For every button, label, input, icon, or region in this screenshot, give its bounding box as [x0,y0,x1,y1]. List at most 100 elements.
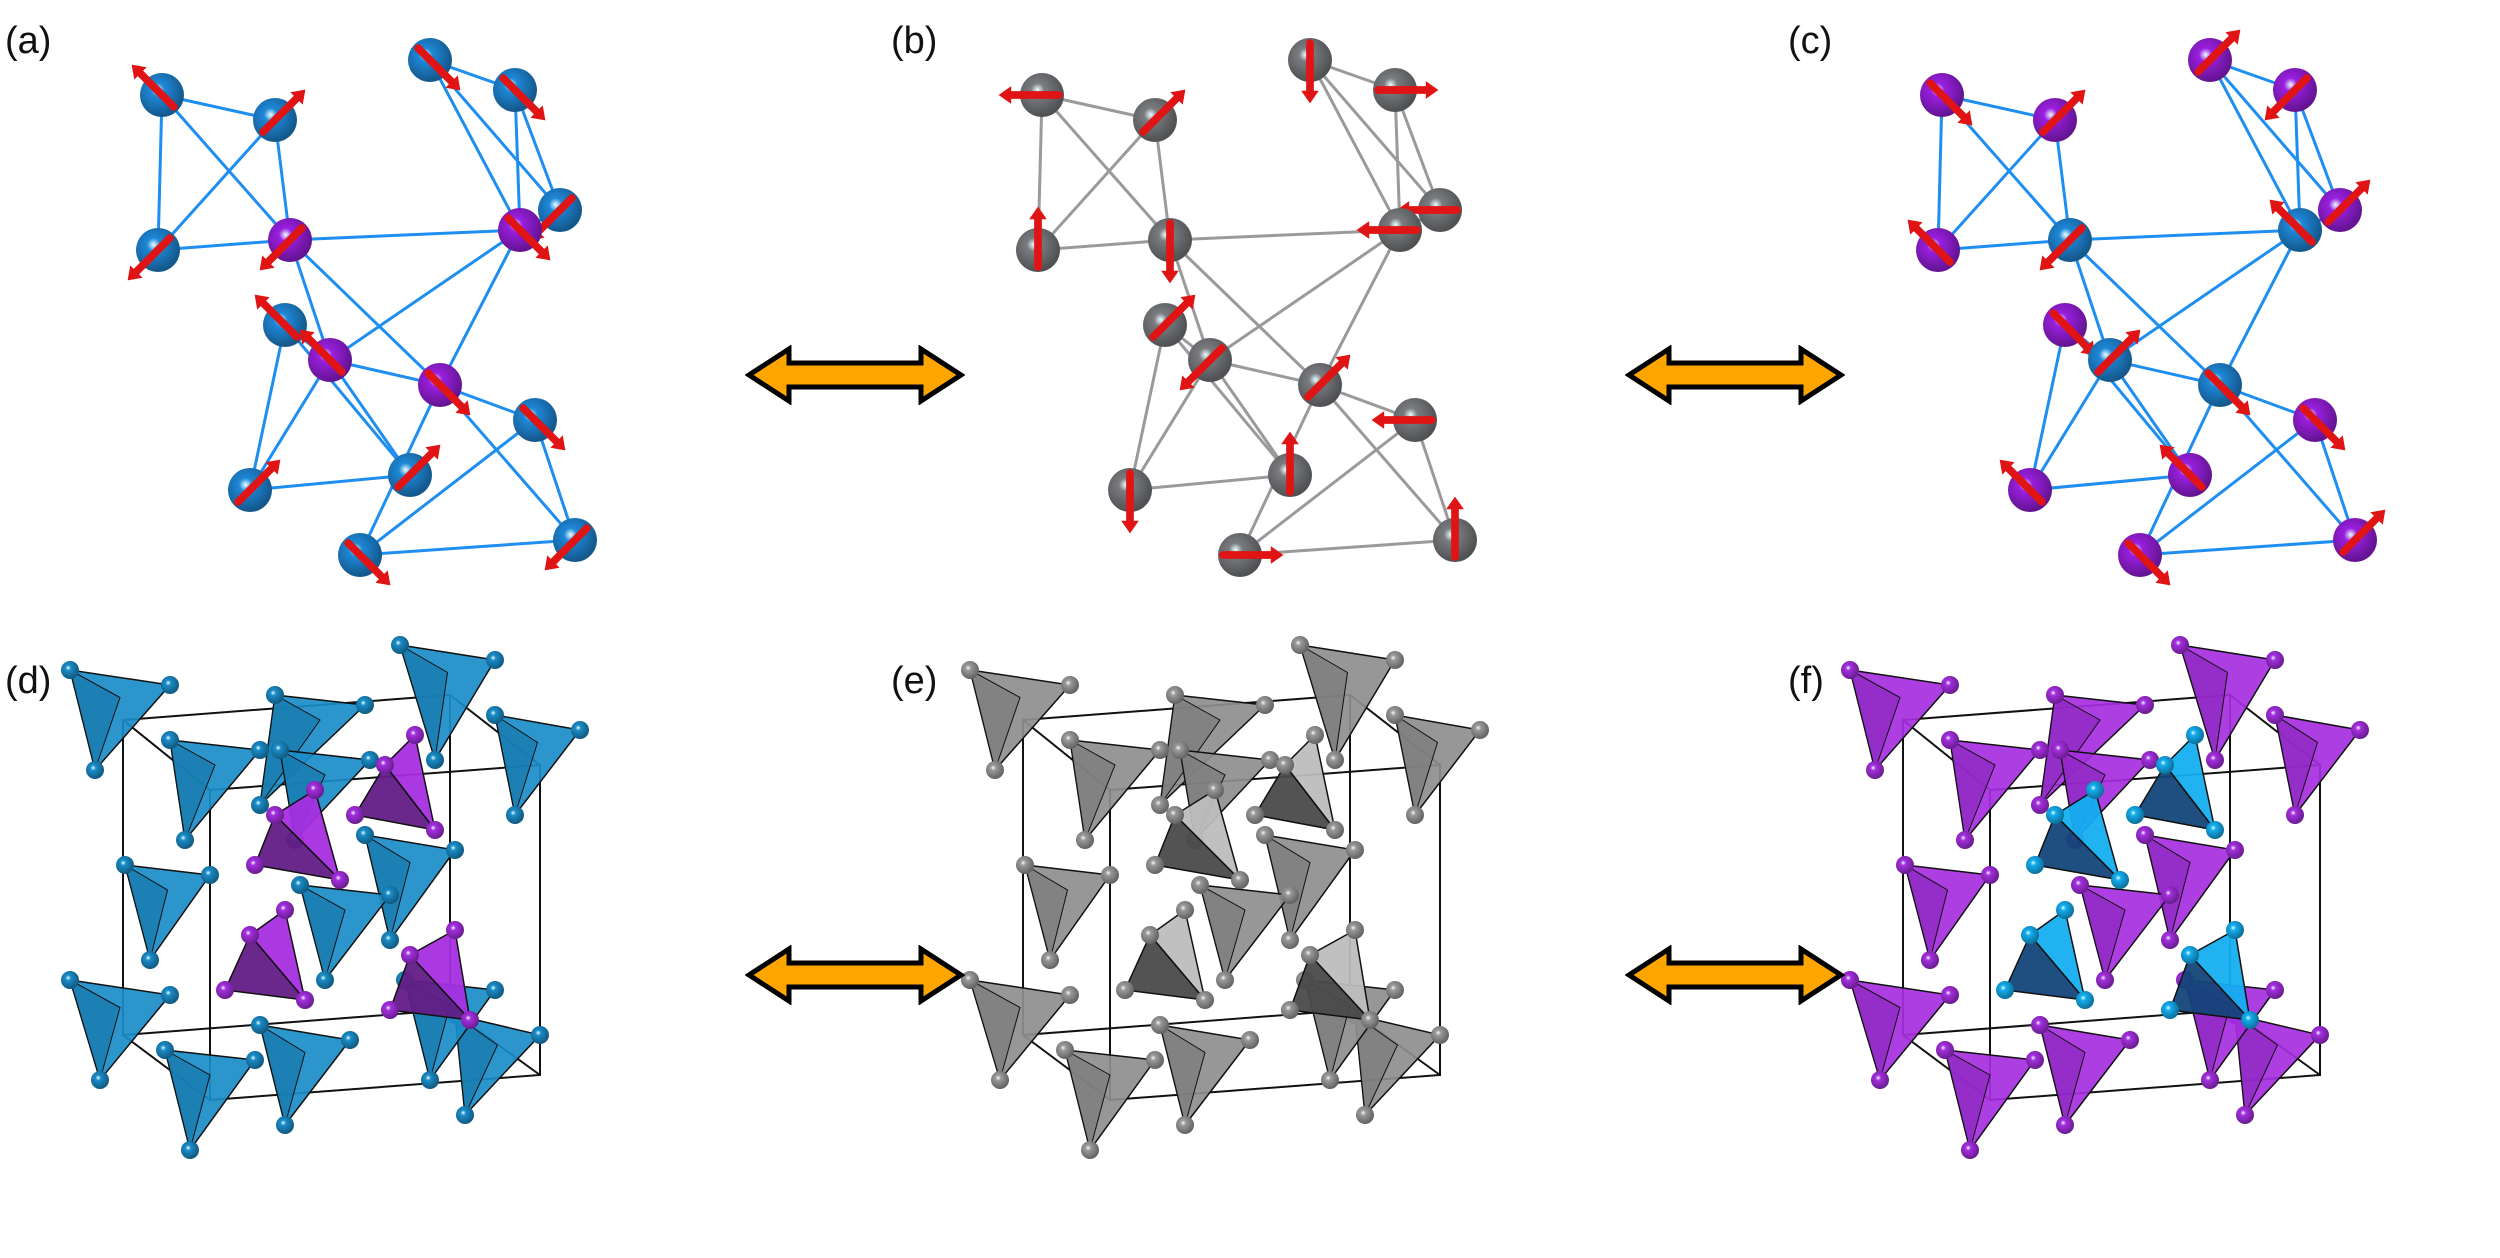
exchange-arrow-bc [1625,345,1845,405]
center-tetrahedron-dark-face [388,953,472,1021]
frame-atom [356,826,374,844]
frame-atom [161,986,179,1004]
frame-atom [1841,661,1859,679]
frame-atom [361,751,379,769]
frame-atom [1406,806,1424,824]
frame-tetrahedron-face [1299,643,1349,761]
bond-line [1308,59,1442,211]
frame-atom [1326,751,1344,769]
frame-atom [1256,696,1274,714]
bond-line [438,229,522,386]
frame-atom [2161,931,2179,949]
center-tetrahedron-dark-face [253,813,343,882]
spin-arrow-shaft [234,464,276,506]
frame-atom [506,806,524,824]
bond-line [1036,118,1157,252]
center-atom [2076,991,2094,1009]
frame-atom [456,1106,474,1124]
spin-arrow-shaft [1149,299,1191,341]
frame-tetrahedron-face [1069,739,1116,842]
frame-atom [1321,1071,1339,1089]
panel-label-e: (e) [891,660,938,702]
frame-atom [2031,796,2049,814]
bond-line [1308,59,1402,231]
frame-atom [1386,651,1404,669]
center-atom [1361,1011,1379,1029]
center-atom [401,946,419,964]
center-atom [2156,756,2174,774]
frame-atom [1281,931,1299,949]
spin-arrow-head-icon [1446,496,1464,510]
center-atom [1276,756,1294,774]
frame-atom [2286,806,2304,824]
spin-arrow-head-icon [1121,520,1139,534]
frame-atom [246,1051,264,1069]
center-atom [1141,926,1159,944]
frame-tetrahedron-face [1394,713,1439,816]
bond-line [428,59,522,231]
center-atom [1146,856,1164,874]
center-atom [2241,1011,2259,1029]
frame-atom [2026,1051,2044,1069]
center-atom [296,991,314,1009]
spin-arrow-shaft [136,69,178,111]
frame-atom [176,831,194,849]
frame-atom [991,1071,1009,1089]
bond-line [2208,59,2342,211]
frame-atom [1061,676,1079,694]
center-atom [266,806,284,824]
center-tetrahedron-dark-face [1253,763,1337,832]
frame-tetrahedron-face [169,739,216,842]
frame-atom [1191,876,1209,894]
spin-arrow-shaft [2039,94,2081,136]
frame-tetrahedron-face [2179,643,2229,761]
bond-line [1208,359,1292,476]
frame-atom [1056,1041,1074,1059]
frame-tetrahedron-face [399,643,449,761]
center-atom [331,871,349,889]
spin-arrow-shaft [344,539,386,581]
frame-atom [381,886,399,904]
spin-arrow-shaft [1912,224,1954,266]
spin-arrow-head-icon [2235,400,2251,416]
frame-tetrahedron-face [69,978,121,1082]
frame-atom [961,971,979,989]
center-atom [426,821,444,839]
panel-label-b: (b) [891,20,938,62]
frame-atom [1151,1016,1169,1034]
bond-line [2109,228,2301,362]
frame-atom [1346,841,1364,859]
center-tetrahedron-dark-face [2033,813,2123,882]
frame-atom [2266,981,2284,999]
center-atom [216,981,234,999]
center-tetrahedron-dark-face [1288,953,1372,1021]
frame-atom [1866,761,1884,779]
spin-arrow-shaft [2274,204,2316,246]
spin-arrow-head-icon [2070,89,2086,105]
bond-line [1037,238,1171,252]
spin-arrow-shaft [2124,539,2166,581]
bond-line [2208,59,2302,231]
spin-arrow-shaft [259,94,301,136]
frame-atom [421,1071,439,1089]
spin-arrow-head-icon [1170,89,1186,105]
center-atom [2046,806,2064,824]
bond-line [2139,418,2316,557]
bond-line [359,418,536,557]
frame-atom [1981,866,1999,884]
bond-line [2108,359,2192,476]
spin-arrow-head-icon [265,459,281,475]
spin-arrow-head-icon [2155,570,2171,586]
bond-line [1937,238,2071,252]
panel-label-d: (d) [5,660,52,702]
frame-atom [1956,831,1974,849]
spin-arrow-head-icon [1161,270,1179,284]
frame-atom [486,651,504,669]
frame-atom [271,741,289,759]
spin-arrow-head-icon [254,294,270,310]
frame-tetrahedron-face [299,883,346,982]
frame-atom [2311,1026,2329,1044]
frame-atom [1961,1141,1979,1159]
center-atom [2086,781,2104,799]
exchange-arrow-ab [745,345,965,405]
